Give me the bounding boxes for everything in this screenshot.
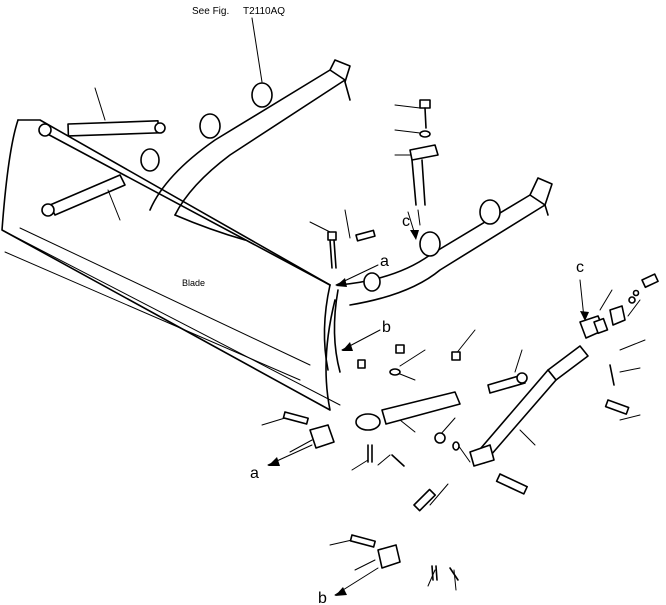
cylinder-lower-left (41, 174, 126, 217)
right-connector (579, 273, 659, 415)
brace-rod (39, 129, 331, 286)
middle-small-parts (357, 344, 528, 512)
callout-c-right: c (576, 259, 584, 276)
blade (1, 119, 341, 411)
tilt-cylinder-upper (38, 120, 166, 137)
blade-label: Blade (182, 278, 205, 288)
frame-bolts (327, 229, 376, 269)
bolt-stack-upper (409, 99, 439, 226)
callout-c-mid: c (402, 213, 410, 230)
callout-b-top: b (382, 319, 391, 336)
brace-cylinder-right (469, 345, 589, 467)
reference-prefix: See Fig. (192, 6, 229, 17)
reference-leader (251, 17, 263, 83)
reference-figure: T2110AQ (243, 6, 285, 17)
lower-left-pins (282, 411, 459, 581)
tilt-cylinder-lower (355, 372, 528, 431)
leader-lines (94, 87, 646, 591)
push-frame (149, 59, 553, 306)
callout-a-top: a (380, 253, 389, 270)
callout-arrows (267, 211, 589, 596)
callout-b-bottom: b (318, 590, 327, 605)
trunnion-caps (140, 82, 501, 292)
callout-a-bottom: a (250, 465, 259, 482)
